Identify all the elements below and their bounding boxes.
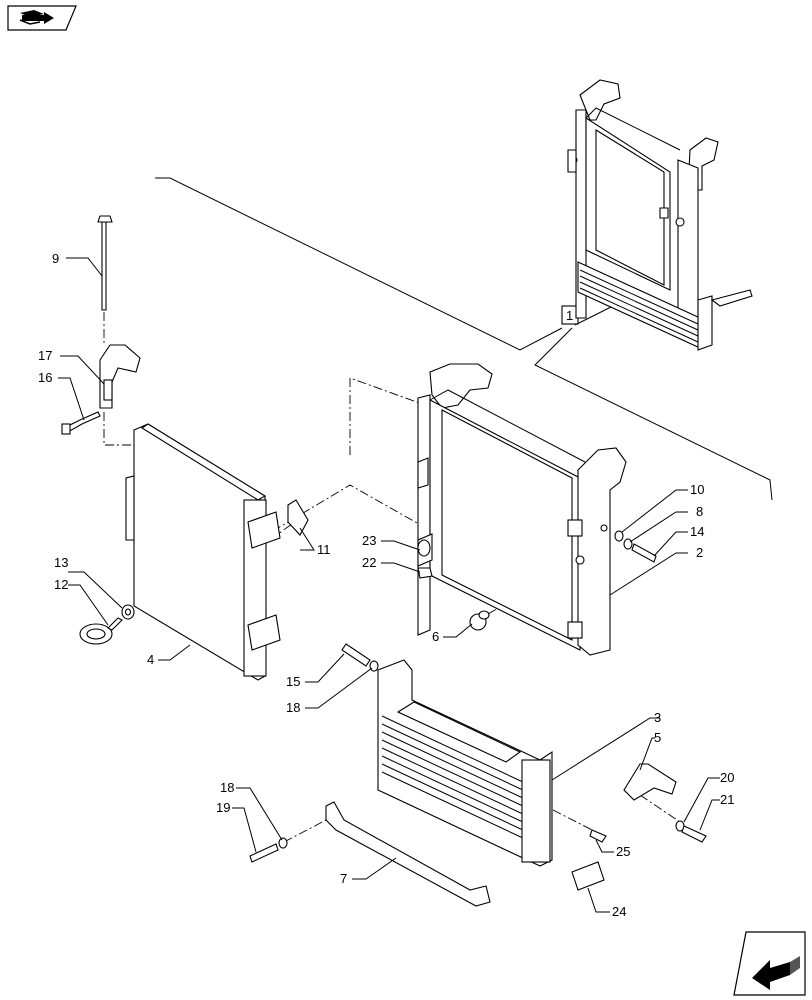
part-9-support-rod [97, 215, 113, 311]
callout-7: 7 [340, 871, 347, 886]
callout-23: 23 [362, 533, 376, 548]
part-22-nut [417, 567, 433, 579]
callout-14: 14 [690, 524, 704, 539]
callout-18-upper: 18 [286, 700, 300, 715]
part-24-clip [571, 861, 605, 891]
callout-11: 11 [317, 542, 331, 557]
callout-20: 20 [720, 770, 734, 785]
part-2-radiator [417, 363, 627, 656]
part-23-grommet [417, 539, 431, 557]
part-13-washer [121, 604, 135, 620]
callout-16: 16 [38, 370, 52, 385]
part-8-washer [623, 538, 633, 550]
part-17-bracket [99, 344, 141, 409]
callout-24: 24 [612, 904, 626, 919]
part-14-bolt [631, 543, 657, 563]
part-3-oil-cooler [377, 659, 553, 867]
callout-labels: 9 17 16 13 12 4 11 23 22 6 10 8 14 2 15 … [38, 251, 734, 919]
callout-12: 12 [54, 577, 68, 592]
callout-13: 13 [54, 555, 68, 570]
callout-6: 6 [432, 629, 439, 644]
assembly-overview [567, 79, 753, 351]
part-18-washer-lower [278, 837, 288, 849]
part-6-rubber-mount [469, 610, 490, 631]
part-21-bolt [681, 825, 707, 843]
callout-21: 21 [720, 792, 734, 807]
callout-18-lower: 18 [220, 780, 234, 795]
callout-22: 22 [362, 555, 376, 570]
part-18-washer-upper [369, 660, 379, 672]
part-10-washer [614, 530, 624, 542]
callout-8: 8 [696, 504, 703, 519]
part-4-condenser [125, 423, 309, 681]
callout-leaders [58, 257, 720, 913]
callout-19: 19 [216, 800, 230, 815]
book-arrow-icon[interactable] [7, 5, 77, 31]
callout-3: 3 [654, 710, 661, 725]
part-15-bolt [341, 643, 371, 667]
assembly-reference-label: 1 [566, 308, 573, 323]
callout-2: 2 [696, 545, 703, 560]
callout-9: 9 [52, 251, 59, 266]
part-5-bracket [623, 763, 677, 801]
callout-5: 5 [654, 730, 661, 745]
assembly-reference-box: 1 [561, 305, 579, 325]
callout-17: 17 [38, 348, 52, 363]
callout-10: 10 [690, 482, 704, 497]
next-page-arrow-icon[interactable] [733, 931, 806, 996]
part-16-bolt [61, 411, 101, 435]
callout-15: 15 [286, 674, 300, 689]
part-19-bolt [249, 843, 279, 863]
assembly-leader-lines [155, 177, 773, 501]
part-12-eye-bolt [79, 617, 123, 645]
callout-4: 4 [147, 652, 154, 667]
part-25-screw [589, 829, 607, 843]
part-7-strap [325, 801, 491, 907]
callout-25: 25 [616, 844, 630, 859]
